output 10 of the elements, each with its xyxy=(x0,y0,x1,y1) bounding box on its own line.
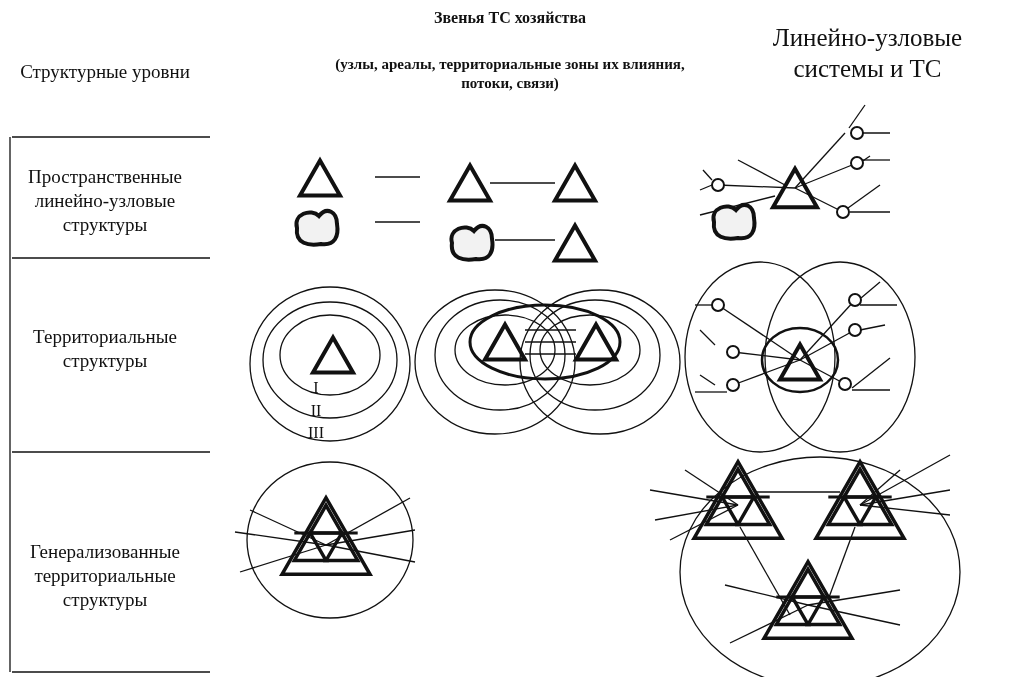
column-heading: Линейно-узловые системы и ТС xyxy=(771,23,964,85)
row-heading: Генерализованные территориальные структуры xyxy=(29,540,181,612)
row-heading: Пространственные линейно-узловые структуры xyxy=(27,165,183,237)
column-subheading: (узлы, ареалы, территориальные зоны их влияния, потоки, связи) xyxy=(334,55,686,93)
column-heading: Структурные уровни xyxy=(19,60,191,84)
zone-number: III xyxy=(307,425,325,441)
row-heading: Территориальные структуры xyxy=(32,325,178,373)
zone-number: I xyxy=(312,380,320,396)
zone-number: II xyxy=(309,403,323,419)
column-heading: Звенья ТС хозяйства xyxy=(432,8,587,28)
